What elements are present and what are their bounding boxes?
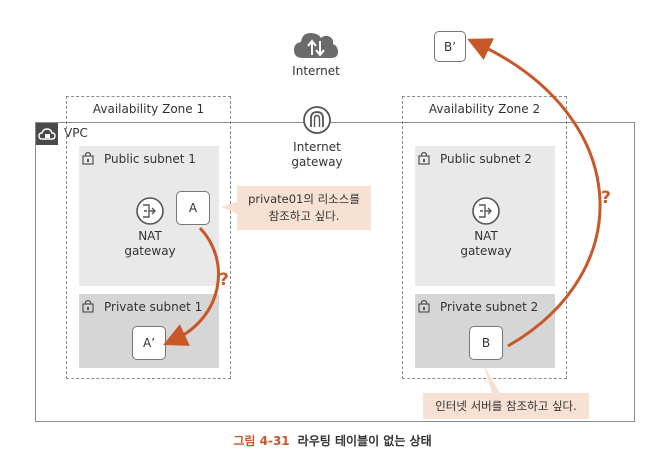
az1-label: Availability Zone 1 [92,102,205,116]
availability-zone-1 [66,96,231,379]
note-private01: private01의 리소스를 참조하고 싶다. [237,186,371,230]
internet-gateway-icon [303,106,331,134]
public-subnet-2-label: Public subnet 2 [440,152,532,166]
private-subnet-2-label: Private subnet 2 [440,300,539,314]
vpc-cloud-lock-icon [38,128,56,140]
vpc-label: VPC [64,126,88,140]
lock-icon [82,151,94,165]
lock-icon [418,151,430,165]
figure-caption: 그림 4-31 라우팅 테이블이 없는 상태 [0,432,665,449]
public-subnet-1-label: Public subnet 1 [104,152,196,166]
nat-gateway-1-label: NAT gateway [124,229,176,258]
internet-gateway-label: Internet gateway [291,140,343,169]
cloud-icon [294,33,338,58]
figure-title: 라우팅 테이블이 없는 상태 [297,434,432,448]
note-internet-server: 인터넷 서버를 참조하고 싶다. [423,393,589,419]
figure-number: 그림 4-31 [233,434,290,448]
lock-icon [82,299,94,313]
nat-gateway-icon [472,197,500,225]
question-mark-1: ? [219,270,229,290]
private-subnet-1-label: Private subnet 1 [104,300,203,314]
question-mark-2: ? [601,188,611,208]
internet-label: Internet [292,64,340,78]
az2-label: Availability Zone 2 [428,102,541,116]
instance-b-prime: B’ [434,31,466,62]
vpc-boundary [35,122,635,422]
instance-a-prime: A’ [132,326,166,360]
vpc-icon [36,123,58,145]
nat-gateway-2-label: NAT gateway [460,229,512,258]
lock-icon [418,299,430,313]
instance-b: B [469,326,503,360]
nat-gateway-icon [136,197,164,225]
instance-a: A [176,191,210,225]
